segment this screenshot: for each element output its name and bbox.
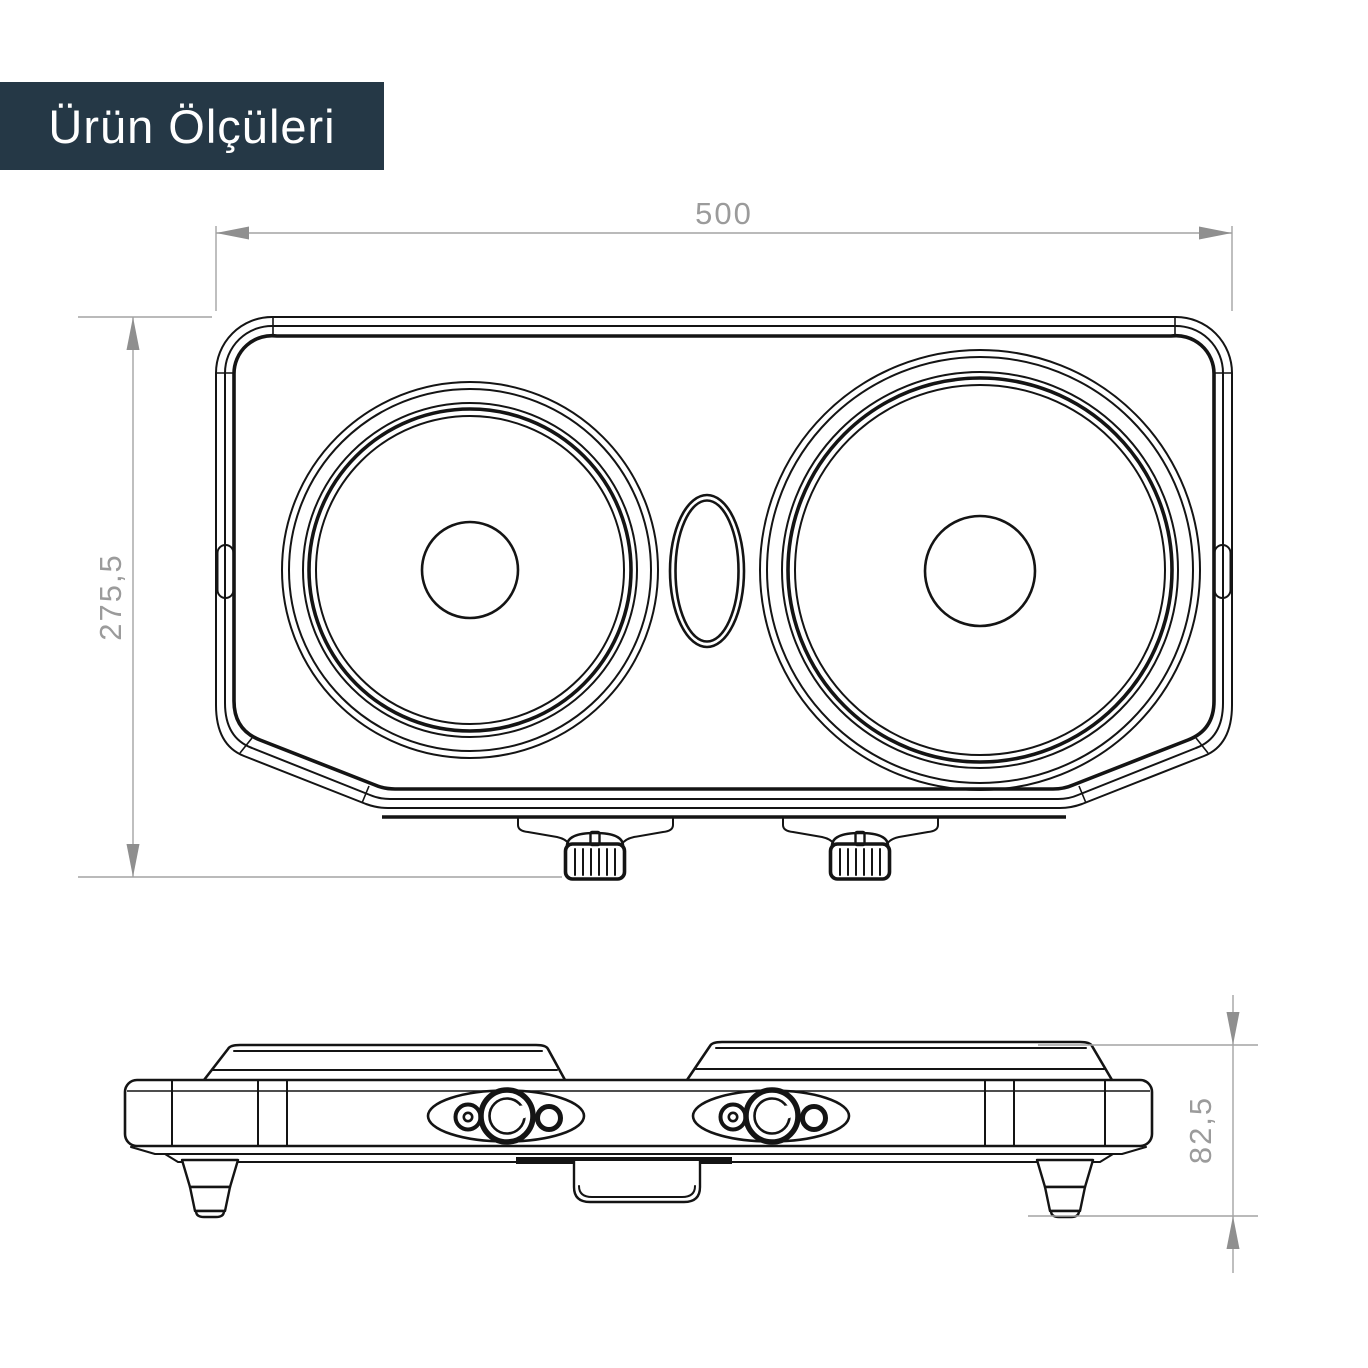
dimension-depth: 275,5 [78, 316, 562, 878]
arrow-left-icon [216, 226, 249, 240]
right-front-knob-notch [780, 1105, 794, 1119]
arrow-up-icon [126, 317, 140, 350]
body-outline-middle [223, 324, 1225, 800]
right-plate-ring [786, 376, 1174, 764]
left-knob-skirt [563, 842, 627, 881]
front-left-controls [426, 1087, 586, 1145]
left-knob-ribs [574, 848, 616, 876]
front-right-foot [1035, 1158, 1095, 1219]
front-center-tray [572, 1161, 702, 1204]
left-plate-ring [307, 407, 633, 733]
height-dimension-label: 82,5 [1183, 1096, 1218, 1164]
depth-dimension-label: 275,5 [93, 553, 128, 641]
dimension-height: 82,5 [1028, 995, 1258, 1273]
right-plate-ring [759, 349, 1201, 791]
right-screw-icon [718, 1102, 748, 1132]
arrow-down-icon [126, 844, 140, 877]
left-screw-icon [453, 1102, 483, 1132]
top-view [215, 316, 1233, 881]
left-edge-slot [216, 544, 235, 599]
center-oval-inner [674, 499, 740, 643]
front-right-plate [685, 1040, 1114, 1081]
left-knob-bracket [517, 817, 674, 845]
center-oval-outer [668, 493, 746, 649]
right-plate-ring [781, 371, 1179, 769]
height-dimension-lines [1028, 995, 1258, 1273]
right-indicator-icon [800, 1104, 828, 1132]
title-badge: Ürün Ölçüleri [0, 82, 384, 170]
left-plate-ring [288, 388, 652, 752]
right-plate-ring [794, 384, 1166, 756]
width-dimension-lines [215, 226, 1233, 311]
left-plate-ring [315, 415, 625, 725]
right-edge-slot [1213, 544, 1232, 599]
left-plate-ring [281, 381, 659, 759]
page-title: Ürün Ölçüleri [48, 100, 335, 153]
title-badge-background [0, 82, 384, 170]
right-plate-center [923, 514, 1037, 628]
body-outline-inner [232, 333, 1216, 791]
right-plate-ring [766, 356, 1194, 784]
front-center-tray-line [578, 1185, 696, 1198]
left-knob-top [517, 817, 674, 881]
right-screw-dot-icon [727, 1111, 739, 1123]
width-dimension-label: 500 [695, 196, 753, 231]
center-oval [668, 493, 746, 649]
right-hotplate [759, 349, 1201, 791]
arrow-right-icon [1199, 226, 1232, 240]
left-screw-dot-icon [462, 1111, 474, 1123]
left-plate-ring [302, 402, 638, 738]
front-right-controls [691, 1087, 851, 1145]
left-knob-dome [565, 831, 625, 847]
contour-tick [216, 317, 1232, 804]
right-knob-bracket [782, 817, 939, 845]
depth-dimension-lines [78, 316, 562, 878]
left-hotplate [281, 381, 659, 759]
right-knob-skirt [828, 842, 892, 881]
arrow-up-icon [1226, 1216, 1240, 1249]
front-left-plate [202, 1043, 567, 1081]
dimension-width: 500 [215, 196, 1233, 311]
left-plate-center [420, 520, 520, 620]
front-left-plate-outline [202, 1043, 567, 1081]
arrow-down-icon [1226, 1012, 1240, 1045]
right-knob-ribs [839, 848, 881, 876]
front-body [123, 1078, 1154, 1148]
right-knob-dome [830, 831, 890, 847]
front-center-bar [516, 1157, 732, 1164]
left-indicator-icon [535, 1104, 563, 1132]
body-outline-outer [215, 316, 1233, 809]
front-left-foot [180, 1158, 240, 1219]
right-knob-top [782, 817, 939, 881]
left-front-knob-notch [515, 1105, 529, 1119]
front-body-panel-lines [171, 1080, 1106, 1146]
front-bottom-rim-1 [130, 1146, 1147, 1155]
front-view [123, 1040, 1154, 1219]
